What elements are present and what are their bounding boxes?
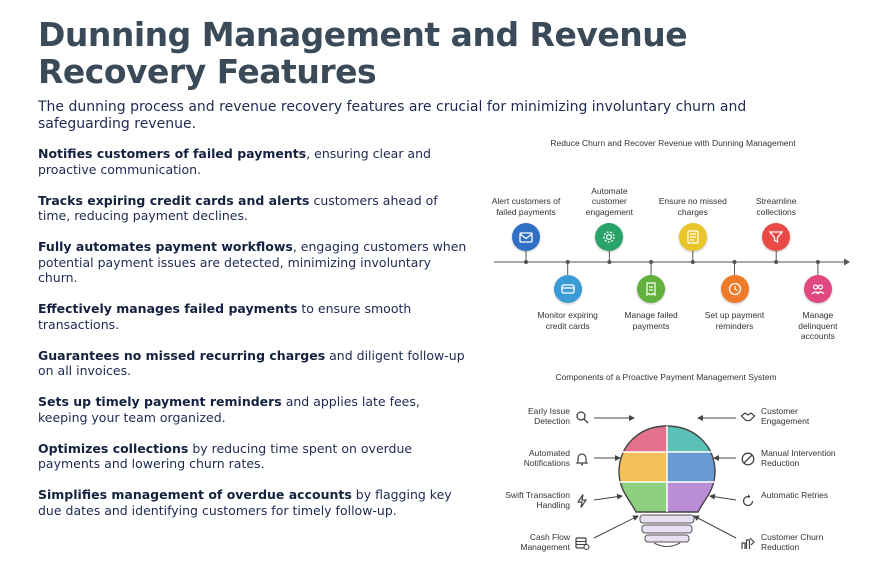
bell-icon (575, 453, 589, 466)
bulb-component-label: Cash Flow Management (520, 532, 570, 552)
clock-icon (728, 282, 741, 296)
feature-description: , ensuring clear and proactive communica… (38, 146, 431, 177)
feature-item: Sets up timely payment reminders and app… (38, 394, 470, 425)
page-title: Dunning Management and Revenue Recovery … (38, 15, 688, 91)
timeline-step-label: Automate customer engagement (585, 185, 634, 217)
funnel-icon (768, 231, 784, 244)
feature-description: and applies late fees, keeping your team… (38, 394, 420, 425)
feature-highlight: Simplifies management of overdue account… (38, 487, 352, 502)
feature-description: by flagging key due dates and identifyin… (38, 487, 452, 518)
bulb-infographic: Components of a Proactive Payment Manage… (488, 366, 858, 566)
timeline-connector (732, 260, 737, 275)
bulb-component-label: Customer Churn Reduction (761, 532, 824, 552)
feature-item: Fully automates payment workflows, engag… (38, 239, 470, 286)
bulb-component-label: Automatic Retries (761, 490, 829, 500)
credit-card-icon (561, 284, 575, 294)
feature-highlight: Tracks expiring credit cards and alerts (38, 192, 310, 208)
envelope-icon (519, 232, 533, 243)
feature-item: Optimizes collections by reducing time s… (38, 441, 470, 472)
timeline-connector (607, 251, 612, 264)
bulb-component-label: Automated Notifications (523, 448, 570, 468)
feature-item: Notifies customers of failed payments, e… (38, 146, 470, 177)
timeline-connector (815, 260, 820, 275)
bulb-connector-arrows (593, 415, 737, 539)
lightbulb-icon (618, 425, 716, 547)
feature-description: and diligent follow-up on all invoices. (38, 347, 465, 379)
gear-icon (603, 231, 616, 243)
feature-highlight: Fully automates payment workflows (38, 239, 293, 254)
feature-item: Effectively manages failed payments to e… (38, 301, 470, 332)
timeline-step-badge (553, 275, 582, 303)
timeline-connector (565, 260, 570, 275)
timeline-step-badge (595, 223, 624, 251)
receipt-icon (646, 282, 656, 297)
people-icon (811, 284, 825, 295)
handshake-icon (740, 412, 756, 422)
feature-highlight: Guarantees no missed recurring charges (38, 347, 326, 363)
timeline-infographic: Reduce Churn and Recover Revenue with Du… (488, 134, 858, 349)
timeline-connector (690, 251, 695, 264)
refresh-icon (742, 494, 754, 507)
feature-item: Simplifies management of overdue account… (38, 487, 470, 518)
feature-item: Tracks expiring credit cards and alerts … (38, 193, 470, 224)
timeline-step-badge (637, 275, 666, 303)
feature-highlight: Sets up timely payment reminders (38, 394, 282, 409)
lightning-icon (576, 494, 588, 508)
magnifier-icon (576, 411, 589, 424)
feature-list: Notifies customers of failed payments, e… (38, 146, 470, 534)
bulb-component-label: Manual Intervention Reduction (761, 448, 836, 468)
timeline-step-badge (512, 223, 540, 251)
bulb-component-label: Customer Engagement (761, 406, 810, 426)
timeline-step-label: Monitor expiring credit cards (537, 310, 598, 331)
bulb-title: Components of a Proactive Payment Manage… (555, 372, 777, 382)
timeline-step-badge (803, 275, 832, 303)
timeline-title: Reduce Churn and Recover Revenue with Du… (550, 138, 796, 148)
timeline-connector (774, 251, 779, 264)
feature-highlight: Effectively manages failed payments (38, 301, 298, 316)
timeline-step-label: Set up payment reminders (704, 310, 765, 331)
feature-description: to ensure smooth transactions. (38, 301, 412, 332)
timeline-step-label: Alert customers of failed payments (491, 196, 561, 217)
bulb-component-label: Early Issue Detection (527, 406, 570, 426)
feature-item: Guarantees no missed recurring charges a… (38, 348, 470, 379)
timeline-step-badge (720, 275, 749, 303)
feature-description: , engaging customers when potential paym… (38, 239, 467, 285)
timeline-step-label: Streamline collections (755, 196, 797, 217)
cash-icon (575, 537, 590, 551)
feature-description: customers ahead of time, reducing paymen… (38, 192, 438, 224)
feature-highlight: Optimizes collections (38, 440, 189, 456)
feature-description: by reducing time spent on overdue paymen… (38, 440, 413, 472)
timeline-step-badge (678, 223, 707, 251)
timeline-step-badge (762, 223, 791, 251)
churn-icon (741, 537, 755, 549)
timeline-connector (649, 260, 654, 275)
prohibit-icon (741, 452, 755, 466)
timeline-axis (494, 258, 850, 266)
timeline-step-label: Manage delinquent accounts (798, 310, 838, 341)
intro-text: The dunning process and revenue recovery… (38, 99, 747, 132)
feature-highlight: Notifies customers of failed payments (38, 146, 307, 161)
timeline-step-label: Ensure no missed charges (658, 196, 727, 217)
timeline-step-label: Manage failed payments (624, 310, 678, 331)
timeline-connector (524, 251, 528, 264)
bulb-component-label: Swift Transaction Handling (505, 490, 570, 510)
invoice-icon (687, 230, 699, 244)
